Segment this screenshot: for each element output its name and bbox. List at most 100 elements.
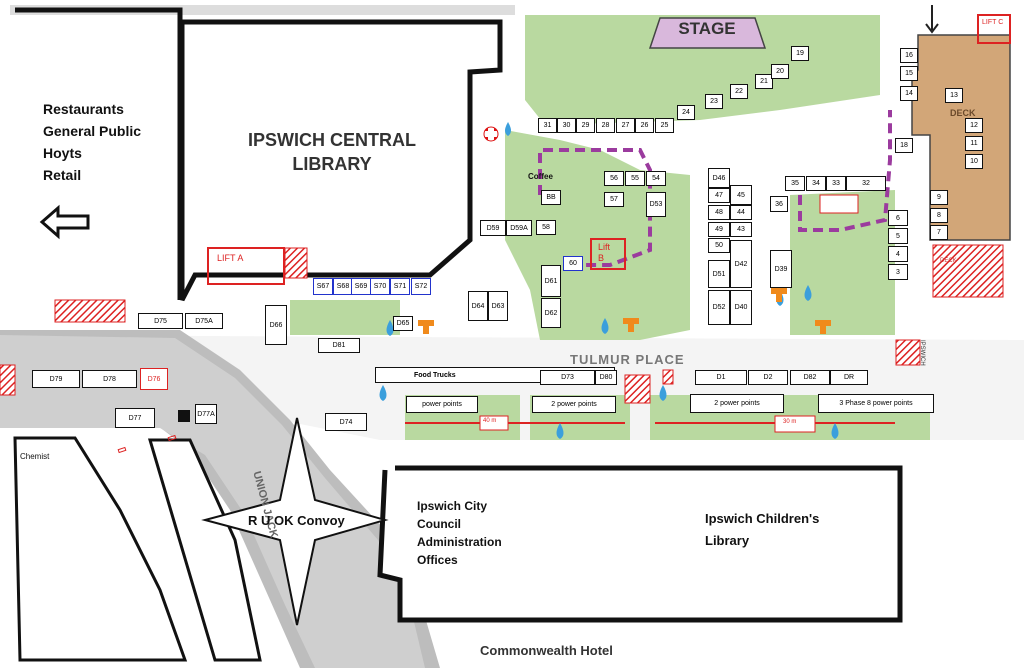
- power-marker-icons: [418, 288, 831, 334]
- measure-box-2: [774, 415, 816, 433]
- hatch-box-1: [284, 247, 308, 279]
- lift-a-label: LIFT A: [217, 253, 244, 263]
- stall-25: 25: [655, 118, 674, 133]
- stall-d81: D81: [318, 338, 360, 353]
- green-top: [525, 15, 880, 125]
- stall-14: 14: [900, 86, 918, 101]
- stall-28: 28: [596, 118, 615, 133]
- stall-3: 3: [888, 264, 908, 280]
- stall-33: 33: [826, 176, 846, 191]
- stall-55: 55: [625, 171, 645, 186]
- stall-d77a: D77A: [195, 404, 217, 424]
- children-library-label: Ipswich Children's Library: [705, 508, 819, 552]
- stall-dr: DR: [830, 370, 868, 385]
- stall-4: 4: [888, 246, 908, 262]
- stall-19: 19: [791, 46, 809, 61]
- stall-13: 13: [945, 88, 963, 103]
- stall-d53: D53: [646, 192, 666, 217]
- stall-d39: D39: [770, 250, 792, 288]
- power-points-box: 3 Phase 8 power points: [818, 394, 934, 413]
- lift-c: LIFT C: [977, 14, 1011, 44]
- green-left: [290, 300, 400, 335]
- power-points-box: 2 power points: [532, 396, 616, 413]
- children-library-line: Ipswich Children's: [705, 511, 820, 526]
- stall-d42: D42: [730, 240, 752, 288]
- stall-d79: D79: [32, 370, 80, 388]
- power-points-box: power points: [406, 396, 478, 413]
- coffee-label: Coffee: [528, 172, 553, 181]
- stall-d62: D62: [541, 298, 561, 328]
- walking-path-1: [538, 148, 652, 267]
- left-list-item: Restaurants: [43, 101, 124, 117]
- council-line: Ipswich City: [417, 499, 488, 513]
- hatch-box-6: [895, 339, 921, 366]
- stall-d1: D1: [695, 370, 747, 385]
- top-edge: [10, 5, 515, 15]
- council-line: Offices: [417, 553, 458, 567]
- stall-s72: S72: [411, 278, 431, 295]
- stall-31: 31: [538, 118, 557, 133]
- power-points-label: 2 power points: [714, 400, 760, 407]
- stall-s69: S69: [351, 278, 371, 295]
- stage-shape: [648, 17, 767, 49]
- hatch-box-5: [932, 244, 1004, 298]
- stall-58: 58: [536, 220, 556, 235]
- stall-bb: BB: [541, 190, 561, 205]
- lift-b-line: B: [598, 253, 605, 263]
- red-box-32: [819, 194, 859, 214]
- stall-d2: D2: [748, 370, 788, 385]
- stall-49: 49: [708, 222, 730, 237]
- hatch-box-7: [0, 364, 16, 396]
- stall-s67: S67: [313, 278, 333, 295]
- stall-d59a: D59A: [506, 220, 532, 236]
- stall-60: 60: [563, 256, 583, 271]
- building-strip: [147, 438, 262, 662]
- council-line: Administration: [417, 535, 502, 549]
- left-list: Restaurants General Public Hoyts Retail: [43, 98, 141, 186]
- stall-d61: D61: [541, 265, 561, 297]
- stall-15: 15: [900, 66, 918, 81]
- stall-d73: D73: [540, 370, 595, 385]
- stall-d75a: D75A: [185, 313, 223, 329]
- power-points-label: 2 power points: [551, 401, 597, 408]
- distance-label: 30 m: [783, 419, 797, 425]
- stall-11: 11: [965, 136, 983, 151]
- power-points-label: power points: [422, 401, 462, 408]
- lift-b-line: Lift: [598, 242, 611, 252]
- stall-d76: D76: [140, 368, 168, 390]
- stall-23: 23: [705, 94, 723, 109]
- stall-6: 6: [888, 210, 908, 226]
- power-points-label: 3 Phase 8 power points: [839, 400, 913, 407]
- food-trucks-label: Food Trucks: [414, 371, 456, 379]
- hatch-box-3: [624, 374, 651, 404]
- stall-s68: S68: [333, 278, 353, 295]
- stall-18: 18: [895, 138, 913, 153]
- stall-d82: D82: [790, 370, 830, 385]
- stall-47: 47: [708, 188, 730, 203]
- stall-d52: D52: [708, 290, 730, 325]
- convoy-label: R U OK Convoy: [248, 513, 345, 528]
- council-label: Ipswich City Council Administration Offi…: [417, 497, 502, 569]
- stall-d65: D65: [393, 316, 413, 331]
- stall-56: 56: [604, 171, 624, 186]
- stall-36: 36: [770, 196, 788, 212]
- tulmur-place-label: TULMUR PLACE: [570, 352, 685, 367]
- stall-26: 26: [635, 118, 654, 133]
- children-library-line: Library: [705, 533, 750, 548]
- stall-12: 12: [965, 118, 983, 133]
- stall-54: 54: [646, 171, 666, 186]
- council-building: [377, 465, 903, 623]
- stall-d66: D66: [265, 305, 287, 345]
- stall-27: 27: [616, 118, 635, 133]
- stall-22: 22: [730, 84, 748, 99]
- stage-label: STAGE: [678, 19, 736, 38]
- stall-34: 34: [806, 176, 826, 191]
- lift-c-label: LIFT C: [982, 19, 1004, 26]
- chemist-building: [13, 436, 188, 662]
- stall-8: 8: [930, 208, 948, 223]
- left-list-item: General Public: [43, 123, 142, 139]
- stall-43: 43: [730, 222, 752, 237]
